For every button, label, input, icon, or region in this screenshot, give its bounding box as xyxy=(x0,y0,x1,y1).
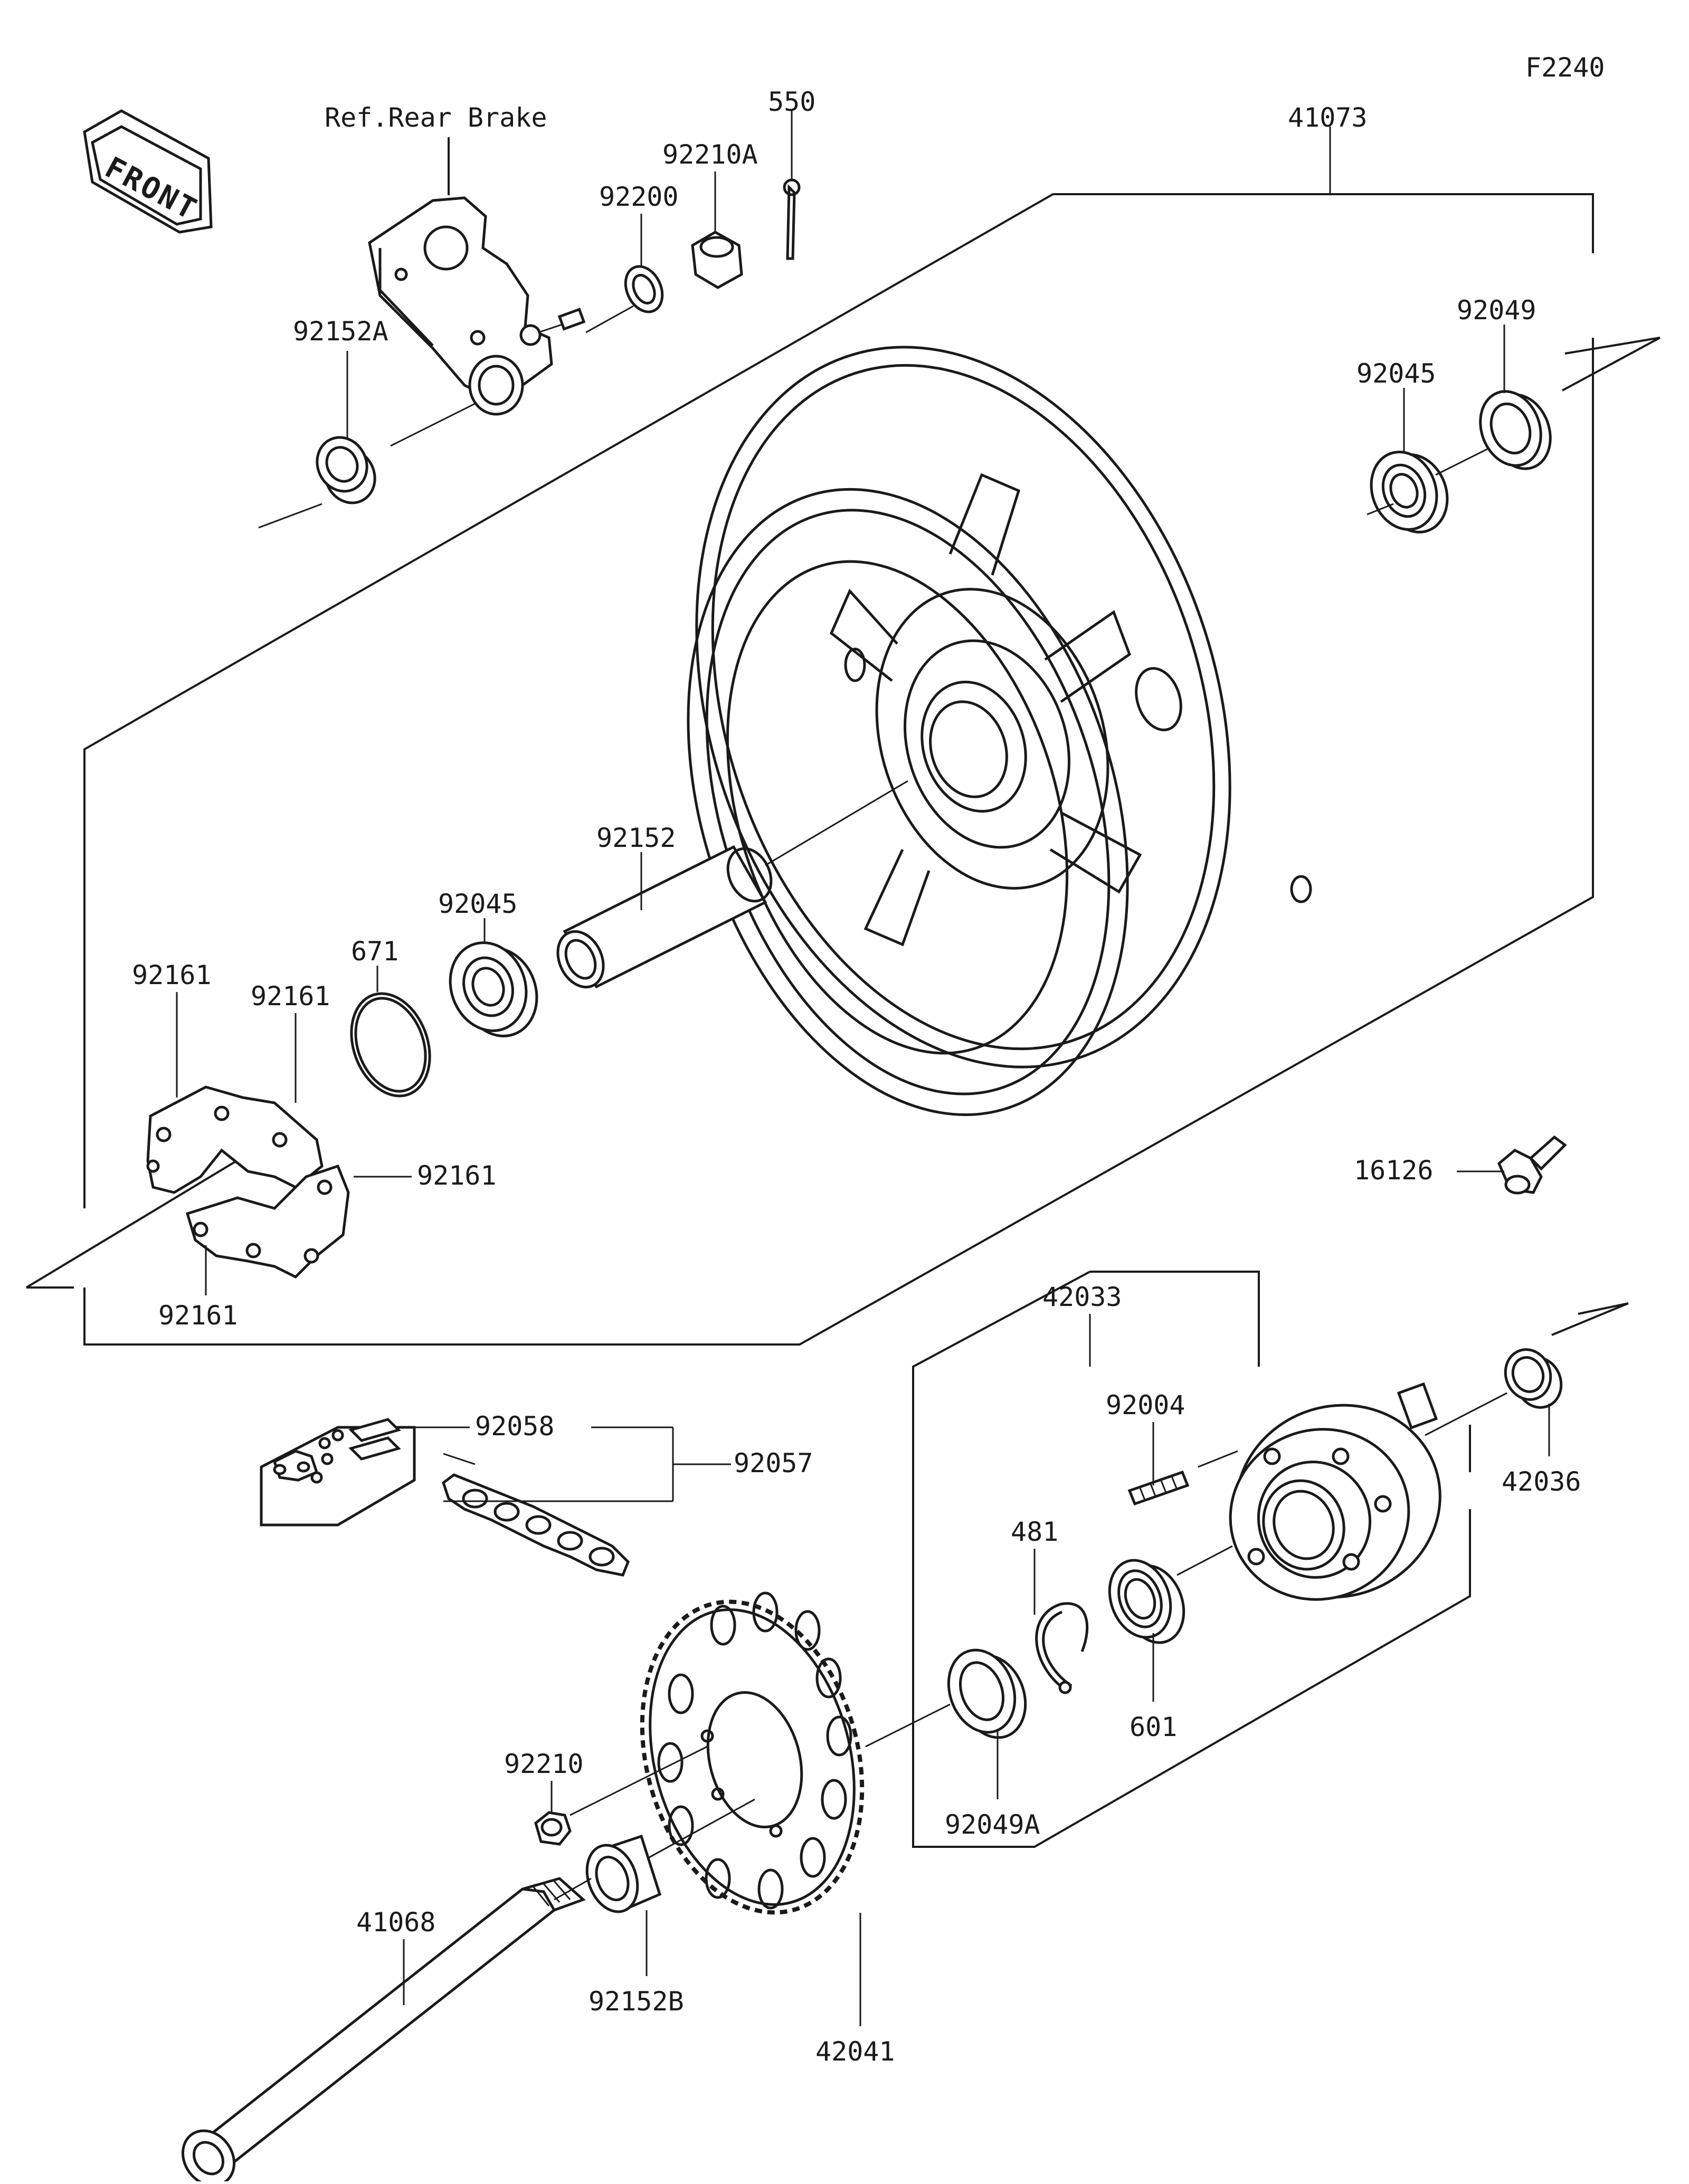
chain-group-outline xyxy=(260,1426,416,1527)
part-label-92152b: 92152B xyxy=(589,1986,684,2017)
part-label-92161-c: 92161 xyxy=(417,1160,497,1191)
valve-16126 xyxy=(1497,1135,1567,1195)
collar-42036 xyxy=(1504,1348,1563,1409)
part-label-92045-mid: 92045 xyxy=(438,889,518,919)
part-label-92210: 92210 xyxy=(504,1749,584,1779)
seal-92049a xyxy=(947,1648,1027,1739)
rear-wheel xyxy=(687,346,1312,1117)
part-label-92161-d: 92161 xyxy=(158,1300,238,1331)
part-label-92200: 92200 xyxy=(599,182,679,212)
part-label-481: 481 xyxy=(1011,1517,1058,1547)
part-label-92152a: 92152A xyxy=(293,316,388,347)
part-label-41068: 41068 xyxy=(356,1907,436,1938)
part-label-92161-b: 92161 xyxy=(251,981,330,1012)
part-label-92004: 92004 xyxy=(1106,1390,1185,1420)
damper-rubber-upper xyxy=(146,1085,324,1194)
collar-92152b xyxy=(585,1834,662,1913)
figure-code: F2240 xyxy=(1525,52,1605,83)
circlip-481 xyxy=(1035,1602,1089,1694)
part-label-42033: 42033 xyxy=(1042,1282,1122,1312)
cotter-pin-550 xyxy=(783,178,801,260)
nut-92210 xyxy=(534,1811,572,1846)
part-label-92152: 92152 xyxy=(596,823,676,853)
part-label-42036: 42036 xyxy=(1502,1466,1581,1497)
sprocket-42041 xyxy=(640,1591,865,1915)
part-label-16126: 16126 xyxy=(1354,1155,1434,1186)
wheel-group-outline xyxy=(25,193,1660,1346)
spacer-tube-92152 xyxy=(556,845,773,989)
drive-chain-92057 xyxy=(442,1453,630,1577)
part-label-92058: 92058 xyxy=(475,1411,555,1442)
damper-rubber-lower xyxy=(185,1164,350,1279)
part-label-92057: 92057 xyxy=(734,1448,813,1479)
part-label-601: 601 xyxy=(1130,1712,1177,1742)
part-label-92049-top: 92049 xyxy=(1457,295,1536,326)
part-label-41073: 41073 xyxy=(1288,102,1368,133)
washer-92200 xyxy=(624,265,664,313)
brake-caliper-bracket xyxy=(368,196,586,416)
part-label-92049a: 92049A xyxy=(945,1809,1040,1840)
collar-92152a xyxy=(316,436,376,504)
part-label-92045-top: 92045 xyxy=(1356,358,1436,389)
ref-rear-brake-label: Ref.Rear Brake xyxy=(325,102,547,133)
bearing-601 xyxy=(1108,1559,1185,1644)
part-label-671: 671 xyxy=(351,936,398,967)
part-label-42041: 42041 xyxy=(815,2036,895,2067)
part-label-92210a: 92210A xyxy=(662,139,758,170)
part-label-92161-a: 92161 xyxy=(132,960,212,990)
hub-group-outline xyxy=(912,1271,1629,1848)
hub-flange-42033 xyxy=(1229,1382,1441,1601)
bearing-92045-top xyxy=(1370,451,1449,533)
stud-92004 xyxy=(1127,1470,1190,1506)
o-ring-671 xyxy=(350,992,431,1098)
castle-nut-92210a xyxy=(691,231,743,289)
part-label-550: 550 xyxy=(768,87,815,117)
bearing-92045-mid xyxy=(449,941,538,1037)
front-arrow-icon: FRONT xyxy=(83,109,213,234)
seal-92049-top xyxy=(1479,390,1552,470)
master-link-92058 xyxy=(272,1418,401,1484)
